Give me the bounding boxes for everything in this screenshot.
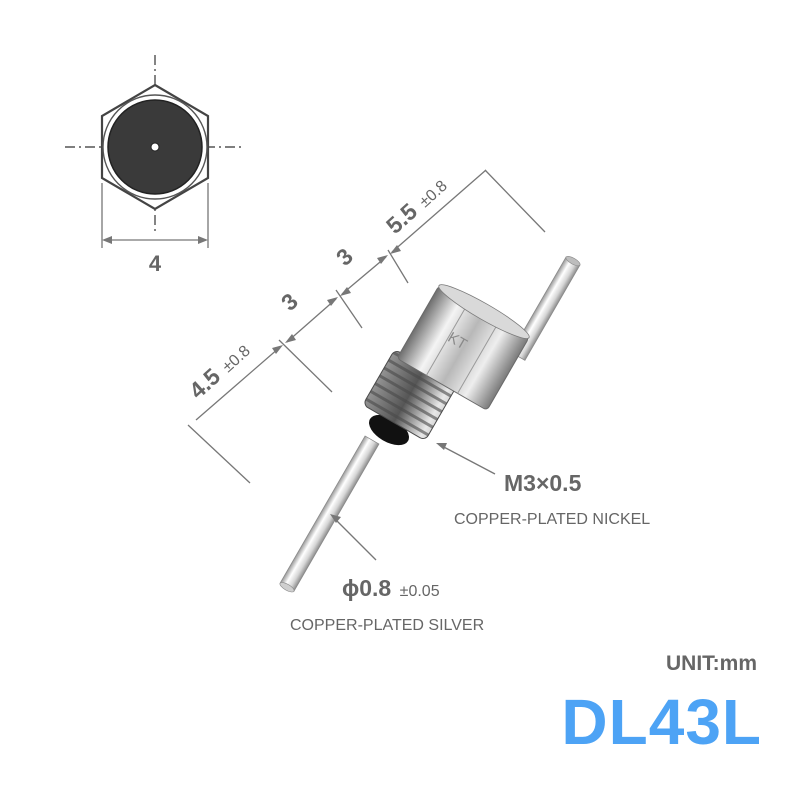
dim-arrow-2b (327, 297, 338, 306)
dim-label-3: 3 (331, 243, 358, 271)
pin-hole (150, 142, 160, 152)
dim-line-4 (391, 169, 487, 253)
dim-arrow-3a (340, 287, 351, 296)
dim-label-2: 3 (276, 288, 303, 316)
dim-label-1: 4.5 ±0.8 (184, 337, 255, 404)
pin-leader-line (333, 517, 377, 561)
thread-spec-label: M3×0.5 (504, 470, 582, 496)
ext-line-1 (187, 424, 251, 484)
model-code: DL43L (561, 686, 762, 758)
ext-line-4 (387, 249, 409, 284)
hex-end-view: 4 (65, 55, 245, 276)
bottom-pin (279, 435, 380, 592)
pin-material-label: COPPER-PLATED SILVER (290, 617, 484, 634)
thread-leader-line (439, 444, 496, 475)
dim-line-3 (341, 256, 387, 295)
ext-line-5 (484, 169, 546, 233)
hex-dim-arrow-left (102, 236, 112, 244)
hex-width-label: 4 (149, 251, 162, 276)
thread-leader-arrow (436, 443, 447, 450)
dim-arrow-3b (377, 255, 388, 264)
chamfer-circle (102, 94, 208, 200)
dim-line-2 (286, 298, 337, 343)
dim-arrow-2a (285, 334, 296, 343)
dim-arrow-1 (272, 345, 283, 354)
ext-line-2 (278, 339, 333, 393)
unit-label: UNIT:mm (665, 652, 757, 675)
ext-line-3 (335, 289, 363, 329)
pin-diameter-label: ϕ0.8 ±0.05 (342, 575, 440, 601)
dim-arrow-4a (390, 245, 401, 254)
pin-leader-arrow (330, 514, 341, 523)
dim-line-1 (195, 347, 280, 421)
pin-callout: ϕ0.8 ±0.05 COPPER-PLATED SILVER (290, 514, 484, 634)
component-illustration: KT (279, 256, 581, 593)
hex-dim-arrow-right (198, 236, 208, 244)
thread-callout: M3×0.5 COPPER-PLATED NICKEL (436, 443, 650, 528)
thread-material-label: COPPER-PLATED NICKEL (454, 511, 650, 528)
dim-label-4: 5.5 ±0.8 (381, 172, 452, 239)
